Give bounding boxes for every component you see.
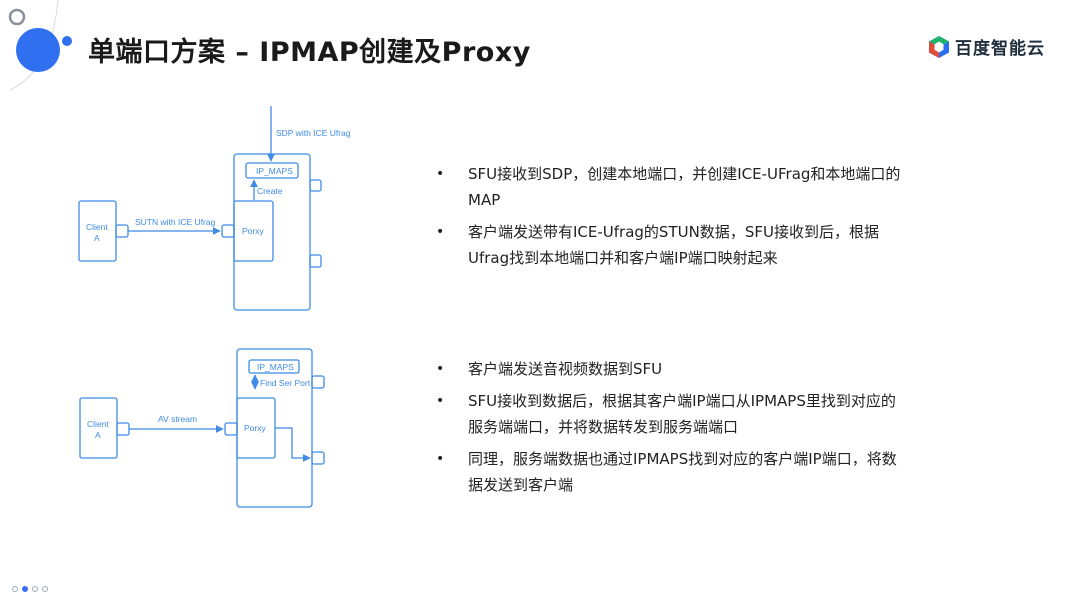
sdp-label: SDP with ICE Ufrag [276, 128, 351, 138]
stun-label: SUTN with ICE Ufrag [135, 217, 216, 227]
pager-dot[interactable] [42, 586, 48, 592]
ipmaps-box [245, 162, 299, 179]
proxy-label-1: Porxy [242, 226, 264, 236]
client-port-2 [116, 422, 130, 436]
ipmaps-label-2: IP_MAPS [257, 362, 294, 372]
decorative-ring [8, 8, 26, 26]
ipmaps-label-1: IP_MAPS [256, 166, 293, 176]
av-stream-label: AV stream [158, 414, 197, 424]
forward-arrow [275, 427, 311, 462]
bullet-item: 客户端发送带有ICE-Ufrag的STUN数据，SFU接收到后，根据Ufrag找… [436, 219, 906, 271]
ipmaps-box-2 [248, 359, 300, 374]
pager-dot[interactable] [12, 586, 18, 592]
client-label-2b: A [95, 430, 101, 440]
diagram-ipmap-create [78, 106, 322, 311]
brand-logo: 百度智能云 [928, 34, 1045, 59]
sfu-port-top [309, 179, 322, 192]
proxy-port-2 [224, 422, 238, 436]
logo-text: 百度智能云 [955, 39, 1045, 59]
proxy-label-2: Porxy [244, 423, 266, 433]
client-port [115, 224, 129, 238]
bullet-item: 客户端发送音视频数据到SFU [436, 356, 906, 382]
decorative-circles [8, 0, 72, 91]
find-ser-port-label: Find Ser Port [260, 378, 311, 388]
sfu-port-bottom-2 [311, 451, 325, 465]
bullet-item: SFU接收到SDP，创建本地端口，并创建ICE-UFrag和本地端口的MAP [436, 161, 906, 213]
proxy-port [221, 224, 235, 238]
slide-title: 单端口方案 – IPMAP创建及Proxy [88, 37, 531, 68]
sfu-port-top-2 [311, 375, 325, 389]
baidu-cloud-logo-icon [929, 35, 949, 58]
bullet-item: 同理，服务端数据也通过IPMAPS找到对应的客户端IP端口，将数据发送到客户端 [436, 446, 906, 498]
bullet-item: SFU接收到数据后，根据其客户端IP端口从IPMAPS里找到对应的服务端端口，并… [436, 388, 906, 440]
client-label-2a: Client [87, 419, 109, 429]
diagram-proxy-forward [79, 348, 325, 508]
bullet-list-1: SFU接收到SDP，创建本地端口，并创建ICE-UFrag和本地端口的MAP 客… [436, 161, 906, 277]
pager-dot-active[interactable] [22, 586, 28, 592]
sfu-port-bottom [309, 254, 322, 268]
create-label: Create [257, 186, 283, 196]
decorative-small-dot [62, 36, 72, 46]
decorative-big-dot [16, 28, 60, 72]
client-label-1b: A [94, 233, 100, 243]
slide-pager [12, 586, 48, 592]
pager-dot[interactable] [32, 586, 38, 592]
bullet-list-2: 客户端发送音视频数据到SFU SFU接收到数据后，根据其客户端IP端口从IPMA… [436, 356, 906, 504]
client-label-1a: Client [86, 222, 108, 232]
